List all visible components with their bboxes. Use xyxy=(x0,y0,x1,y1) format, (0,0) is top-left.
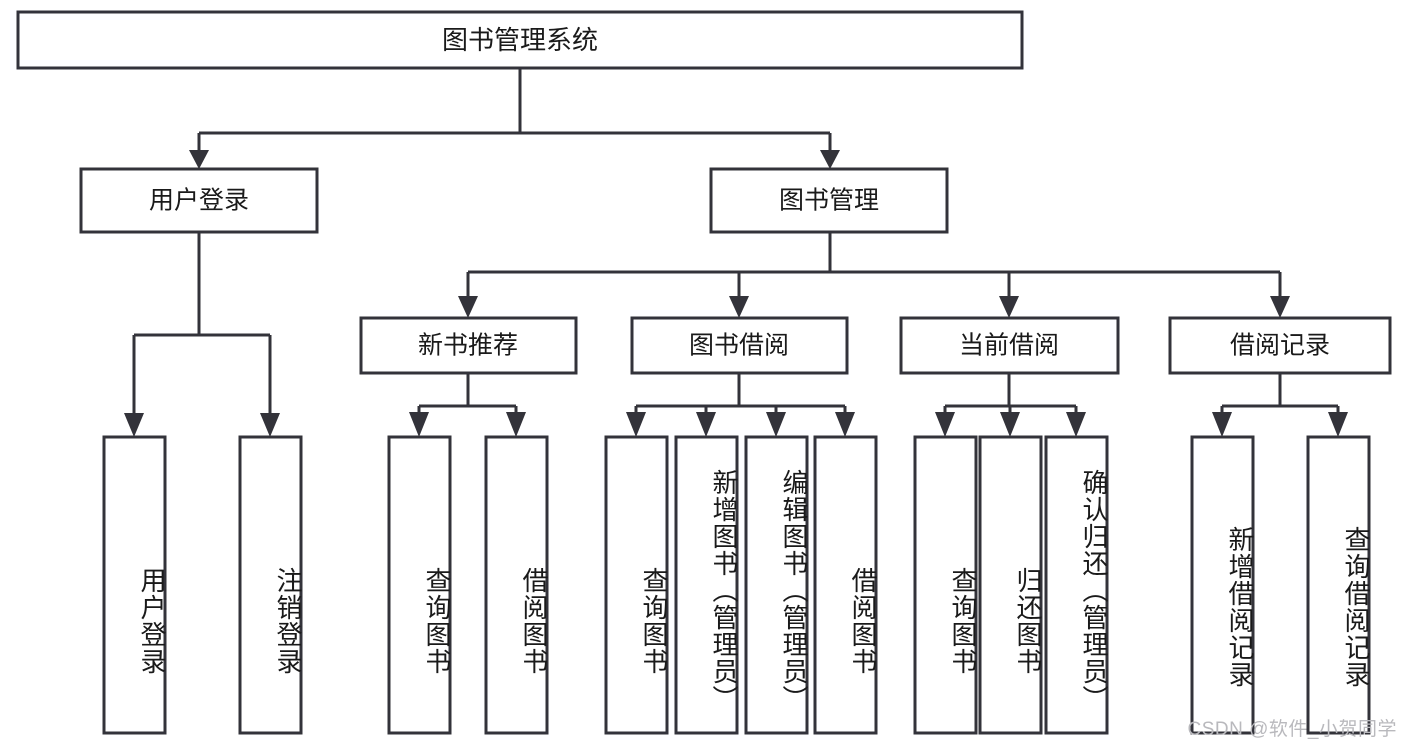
node-book-borrow-label: 图书借阅 xyxy=(689,332,789,360)
arrowhead-bookborrow-leaf-2 xyxy=(696,412,716,437)
leaf-box-record-query[interactable] xyxy=(1306,435,1371,735)
leaf-box-currentborrow-confirm[interactable] xyxy=(1044,435,1109,735)
node-book-management-box[interactable] xyxy=(709,167,949,234)
arrowhead-newbook-leaf-1 xyxy=(409,412,429,437)
arrowhead-currentborrow-leaf-1 xyxy=(935,412,955,437)
arrowhead-new-book xyxy=(458,296,478,318)
leaf-box-bookborrow-add[interactable] xyxy=(674,435,739,735)
node-current-borrow-label: 当前借阅 xyxy=(959,332,1059,360)
leaf-box-currentborrow-query[interactable] xyxy=(913,435,978,735)
arrowhead-book-mgmt xyxy=(820,150,840,169)
leaf-box-bookborrow-edit[interactable] xyxy=(744,435,809,735)
node-book-borrow-box[interactable] xyxy=(630,316,849,375)
node-book-management-label: 图书管理 xyxy=(779,187,879,215)
arrowhead-leaf-logout xyxy=(260,413,280,437)
node-user-login-label: 用户登录 xyxy=(149,187,249,215)
arrowhead-bookborrow-leaf-4 xyxy=(835,412,855,437)
leaf-box-user-login[interactable] xyxy=(102,435,167,735)
arrowhead-bookborrow-leaf-3 xyxy=(766,412,786,437)
node-borrow-record-box[interactable] xyxy=(1168,316,1392,375)
arrowhead-leaf-user-login xyxy=(124,413,144,437)
leaf-box-newbook-query[interactable] xyxy=(387,435,452,735)
node-new-book-recommend[interactable]: 新书推荐 xyxy=(359,316,578,375)
node-book-management[interactable]: 图书管理 xyxy=(709,167,949,234)
leaf-box-bookborrow-query[interactable] xyxy=(604,435,669,735)
node-new-book-recommend-label: 新书推荐 xyxy=(418,332,518,360)
node-root-label: 图书管理系统 xyxy=(442,25,598,55)
node-current-borrow-box[interactable] xyxy=(899,316,1120,375)
node-user-login[interactable]: 用户登录 xyxy=(79,167,319,234)
arrowhead-book-borrow xyxy=(729,296,749,318)
node-new-book-recommend-box[interactable] xyxy=(359,316,578,375)
leaf-box-record-add[interactable] xyxy=(1190,435,1255,735)
arrowhead-borrow-record xyxy=(1270,296,1290,318)
watermark-text: CSDN @软件_小贺同学 xyxy=(1187,719,1397,740)
arrowhead-currentborrow-leaf-2 xyxy=(1000,412,1020,437)
leaf-box-bookborrow-borrow[interactable] xyxy=(813,435,878,735)
leaf-box-currentborrow-return[interactable] xyxy=(978,435,1043,735)
node-root[interactable]: 图书管理系统 xyxy=(16,10,1024,70)
node-user-login-box[interactable] xyxy=(79,167,319,234)
node-current-borrow[interactable]: 当前借阅 xyxy=(899,316,1120,375)
arrowhead-user-login xyxy=(189,150,209,169)
arrowhead-borrowrecord-leaf-1 xyxy=(1212,412,1232,437)
arrowhead-borrowrecord-leaf-2 xyxy=(1328,412,1348,437)
arrowhead-current-borrow xyxy=(999,296,1019,318)
arrowhead-currentborrow-leaf-3 xyxy=(1066,412,1086,437)
node-borrow-record[interactable]: 借阅记录 xyxy=(1168,316,1392,375)
node-borrow-record-label: 借阅记录 xyxy=(1230,332,1330,360)
connectors-group xyxy=(124,68,1348,437)
leaf-box-logout[interactable] xyxy=(238,435,303,735)
node-root-box[interactable] xyxy=(16,10,1024,70)
arrowhead-newbook-leaf-2 xyxy=(506,412,526,437)
leaf-box-newbook-borrow[interactable] xyxy=(484,435,549,735)
node-book-borrow[interactable]: 图书借阅 xyxy=(630,316,849,375)
arrowhead-bookborrow-leaf-1 xyxy=(626,412,646,437)
